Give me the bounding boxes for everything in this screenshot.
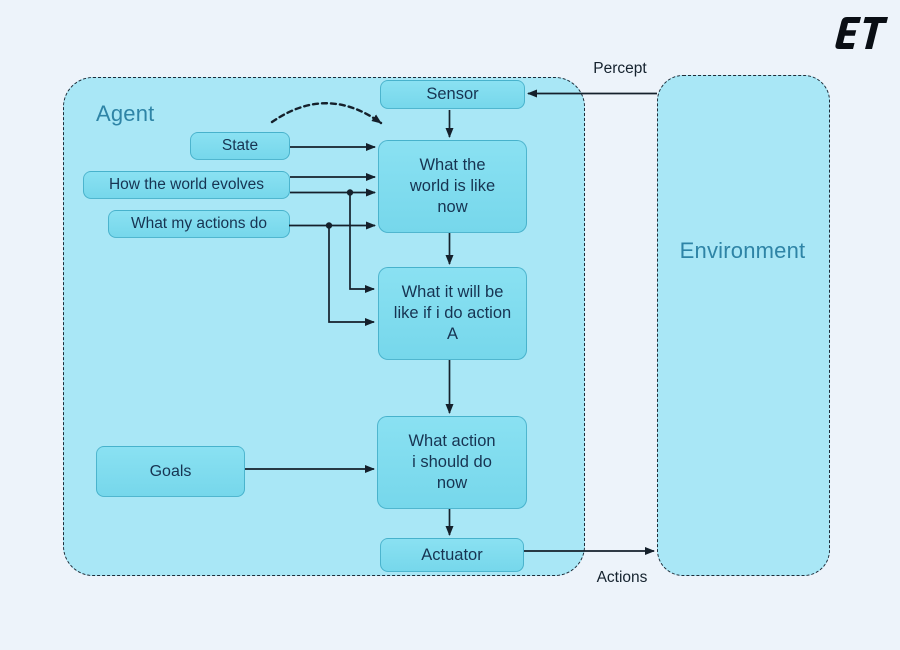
brand-logo-et — [831, 15, 891, 51]
node-what-it-will-be-like: What it will be like if i do action A — [378, 267, 527, 360]
percept-edge-label: Percept — [593, 60, 647, 77]
node-what-my-actions-do: What my actions do — [108, 210, 290, 238]
agent-label: Agent — [96, 101, 155, 126]
environment-container — [657, 75, 830, 576]
node-how-the-world-evolves: How the world evolves — [83, 171, 290, 199]
actions-edge-label: Actions — [596, 569, 648, 586]
node-actuator: Actuator — [380, 538, 524, 572]
node-what-the-world-is-like-now: What the world is like now — [378, 140, 527, 233]
environment-label: Environment — [679, 238, 806, 263]
node-goals: Goals — [96, 446, 245, 497]
node-state: State — [190, 132, 290, 160]
logo-letter-t — [863, 17, 888, 49]
node-sensor: Sensor — [380, 80, 525, 109]
node-what-action-i-should-do: What action i should do now — [377, 416, 527, 509]
logo-letter-e — [835, 17, 861, 49]
